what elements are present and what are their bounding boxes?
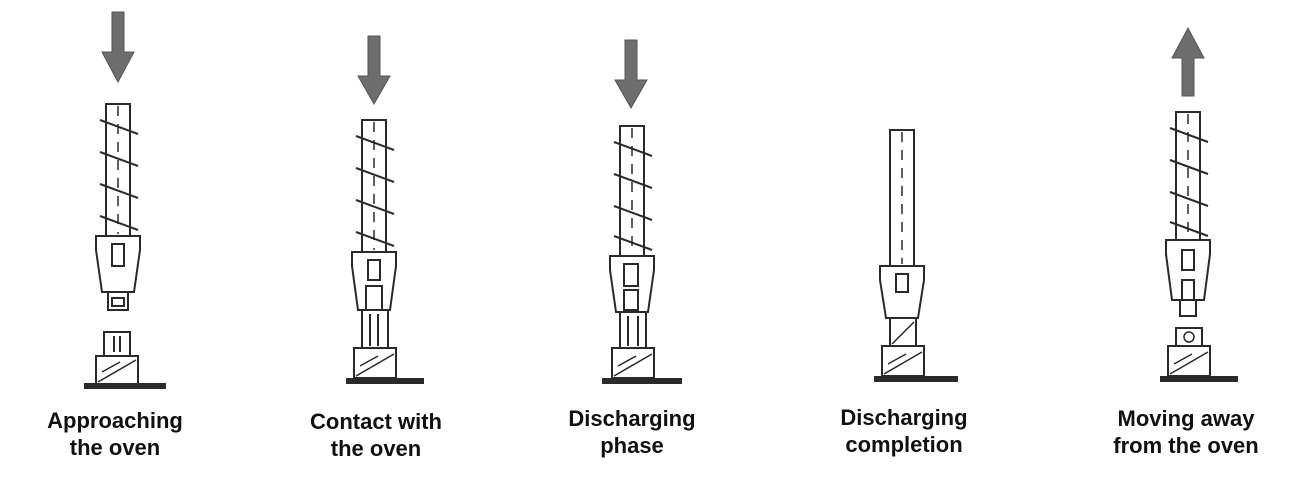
stage-1-label-line1: Approaching bbox=[47, 408, 183, 433]
stage-5-moving-away bbox=[1160, 26, 1238, 382]
stage-1-approaching bbox=[84, 11, 166, 389]
stage-5-label: Moving away from the oven bbox=[1086, 405, 1286, 459]
stage-1-label-line2: the oven bbox=[69, 435, 161, 460]
down-arrow-icon bbox=[101, 11, 135, 84]
clamp-head bbox=[1165, 239, 1211, 317]
electrode-rod bbox=[1169, 111, 1209, 241]
stage-3-label: Discharging phase bbox=[532, 405, 732, 459]
down-arrow-icon bbox=[614, 39, 648, 110]
clamp-head bbox=[609, 255, 655, 313]
oven-socket bbox=[1160, 327, 1238, 382]
down-arrow-icon bbox=[357, 35, 391, 106]
oven-socket bbox=[346, 309, 424, 384]
stage-3-discharging bbox=[602, 39, 682, 384]
stage-2-label-line1: Contact with bbox=[310, 409, 442, 434]
oven-socket bbox=[874, 317, 958, 382]
electrode-rod bbox=[355, 119, 395, 253]
stage-4-label-line1: Discharging bbox=[840, 405, 968, 430]
clamp-head bbox=[879, 265, 925, 319]
electrode-rod bbox=[99, 103, 139, 237]
stage-3-label-line2: phase bbox=[600, 433, 664, 458]
electrode-rod bbox=[889, 129, 915, 267]
stage-5-label-line1: Moving away bbox=[1117, 406, 1255, 431]
electrode-rod bbox=[613, 125, 653, 257]
stage-2-contact bbox=[346, 35, 424, 384]
stage-5-label-line2: from the oven bbox=[1113, 433, 1259, 458]
up-arrow-icon bbox=[1171, 26, 1205, 97]
stage-4-completion bbox=[874, 129, 958, 382]
stage-1-label: Approaching the oven bbox=[15, 407, 215, 461]
stage-4-label-line2: completion bbox=[845, 432, 963, 457]
stage-4-label: Discharging completion bbox=[804, 404, 1004, 458]
clamp-head bbox=[95, 235, 141, 311]
stage-2-label-line2: the oven bbox=[330, 436, 422, 461]
oven-socket bbox=[84, 331, 166, 389]
clamp-head bbox=[351, 251, 397, 311]
stage-3-label-line1: Discharging bbox=[568, 406, 696, 431]
stage-2-label: Contact with the oven bbox=[276, 408, 476, 462]
oven-socket bbox=[602, 311, 682, 384]
